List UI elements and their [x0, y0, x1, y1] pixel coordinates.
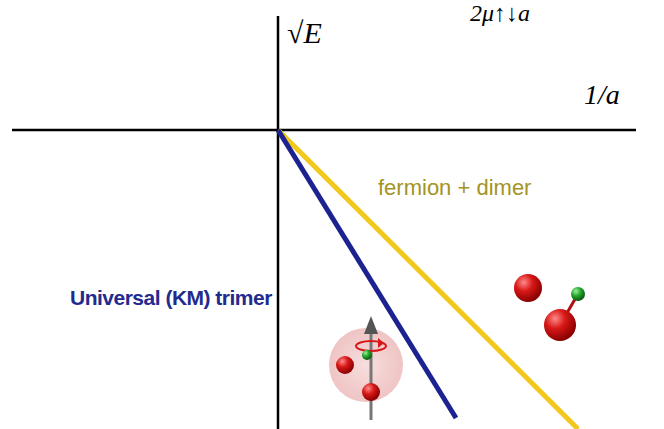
- trimer-label: Universal (KM) trimer: [70, 286, 272, 309]
- threshold-label: fermion + dimer: [378, 176, 531, 200]
- x-axis: [12, 129, 636, 132]
- dimer-threshold-line: [278, 130, 578, 429]
- y-axis-label: √E: [287, 16, 322, 49]
- y-axis: [277, 16, 280, 429]
- trimer-line: [278, 130, 456, 418]
- trimer-illustration: [329, 316, 403, 420]
- x-axis-label: 1/a: [584, 80, 620, 111]
- axis-unit-label: 2μ↑↓a: [470, 0, 530, 26]
- dimer-illustration: [514, 274, 585, 341]
